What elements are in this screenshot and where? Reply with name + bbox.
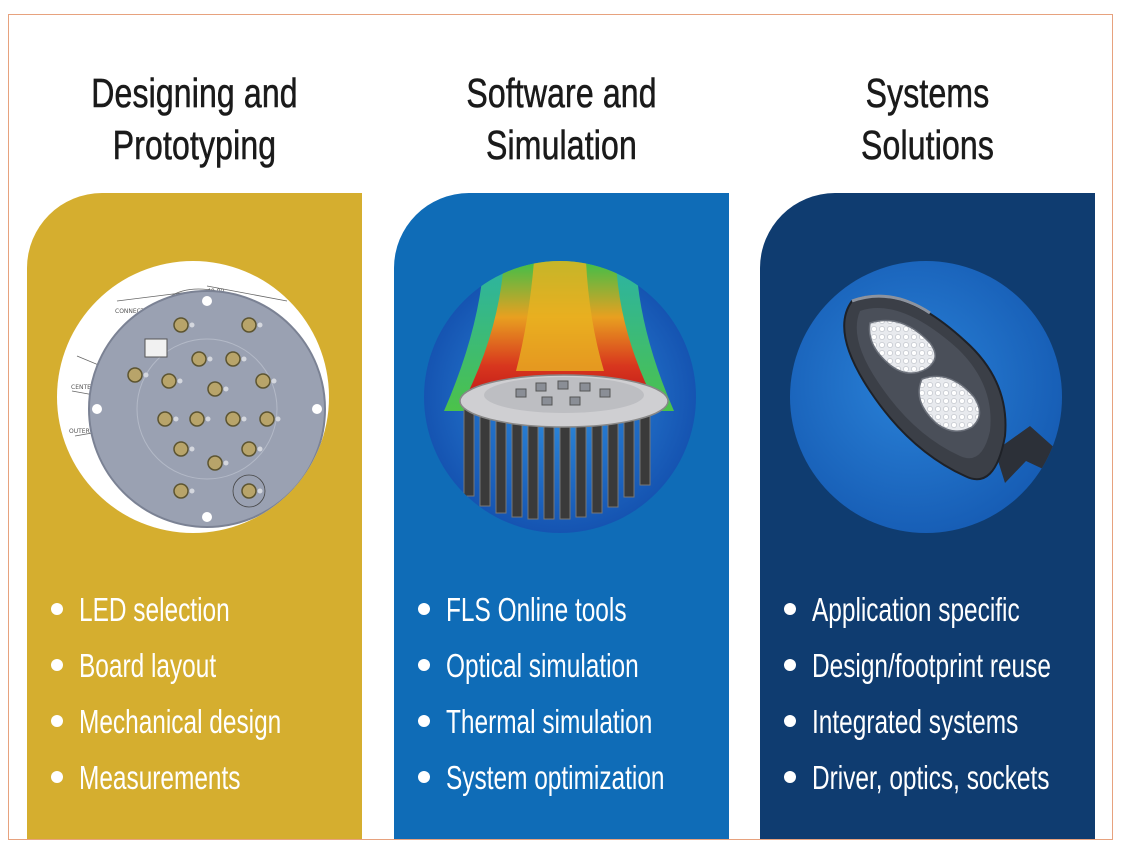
bullet-dot-icon: [51, 603, 63, 615]
bullet-dot-icon: [51, 659, 63, 671]
list-item: Mechanical design: [51, 698, 362, 754]
led-board-icon: CONNECTOR SIM CENTER LED OUTER LED 40.00: [57, 261, 329, 533]
bullet-dot-icon: [418, 771, 430, 783]
list-item: Thermal simulation: [418, 698, 729, 754]
svg-text:CONNECTOR: CONNECTOR: [115, 308, 153, 315]
infographic-frame: Designing and Prototyping CONNECTOR SIM: [8, 14, 1113, 840]
bullet-dot-icon: [784, 771, 796, 783]
bullet-dot-icon: [784, 603, 796, 615]
street-light-fixture-illustration: [790, 261, 1062, 533]
feature-list: Application specific Design/footprint re…: [784, 586, 1095, 810]
list-item: LED selection: [51, 586, 362, 642]
list-item: Board layout: [51, 642, 362, 698]
column-title-line1: Software and: [466, 70, 657, 117]
bullet-dot-icon: [418, 659, 430, 671]
bullet-dot-icon: [418, 603, 430, 615]
led-board-layout-illustration: CONNECTOR SIM CENTER LED OUTER LED 40.00: [57, 261, 329, 533]
column-title: Designing and Prototyping: [64, 67, 325, 171]
list-item: FLS Online tools: [418, 586, 729, 642]
column-title-line1: Designing and: [91, 70, 298, 117]
thermal-simulation-heatsink-illustration: [424, 261, 696, 533]
list-item: Driver, optics, sockets: [784, 754, 1095, 810]
bullet-dot-icon: [418, 715, 430, 727]
column-systems-solutions: Systems Solutions: [760, 15, 1095, 839]
list-item: Measurements: [51, 754, 362, 810]
list-item: Design/footprint reuse: [784, 642, 1095, 698]
svg-text:OUTER LED: OUTER LED: [69, 428, 104, 435]
column-title: Software and Simulation: [431, 67, 692, 171]
blue-panel: FLS Online tools Optical simulation Ther…: [394, 193, 729, 839]
street-light-icon: [790, 261, 1062, 533]
feature-list: FLS Online tools Optical simulation Ther…: [418, 586, 729, 810]
bullet-dot-icon: [784, 715, 796, 727]
column-title-line2: Simulation: [486, 122, 637, 169]
bullet-dot-icon: [784, 659, 796, 671]
list-item: Optical simulation: [418, 642, 729, 698]
list-item: System optimization: [418, 754, 729, 810]
column-software-simulation: Software and Simulation: [394, 15, 729, 839]
column-title-line2: Solutions: [861, 122, 994, 169]
navy-panel: Application specific Design/footprint re…: [760, 193, 1095, 839]
gold-panel: CONNECTOR SIM CENTER LED OUTER LED 40.00: [27, 193, 362, 839]
feature-list: LED selection Board layout Mechanical de…: [51, 586, 362, 810]
list-item: Application specific: [784, 586, 1095, 642]
bullet-dot-icon: [51, 771, 63, 783]
column-title: Systems Solutions: [797, 67, 1058, 171]
column-title-line1: Systems: [865, 70, 990, 117]
column-designing-prototyping: Designing and Prototyping CONNECTOR SIM: [27, 15, 362, 839]
column-title-line2: Prototyping: [112, 122, 277, 169]
list-item: Integrated systems: [784, 698, 1095, 754]
bullet-dot-icon: [51, 715, 63, 727]
heatsink-simulation-icon: [424, 261, 696, 533]
